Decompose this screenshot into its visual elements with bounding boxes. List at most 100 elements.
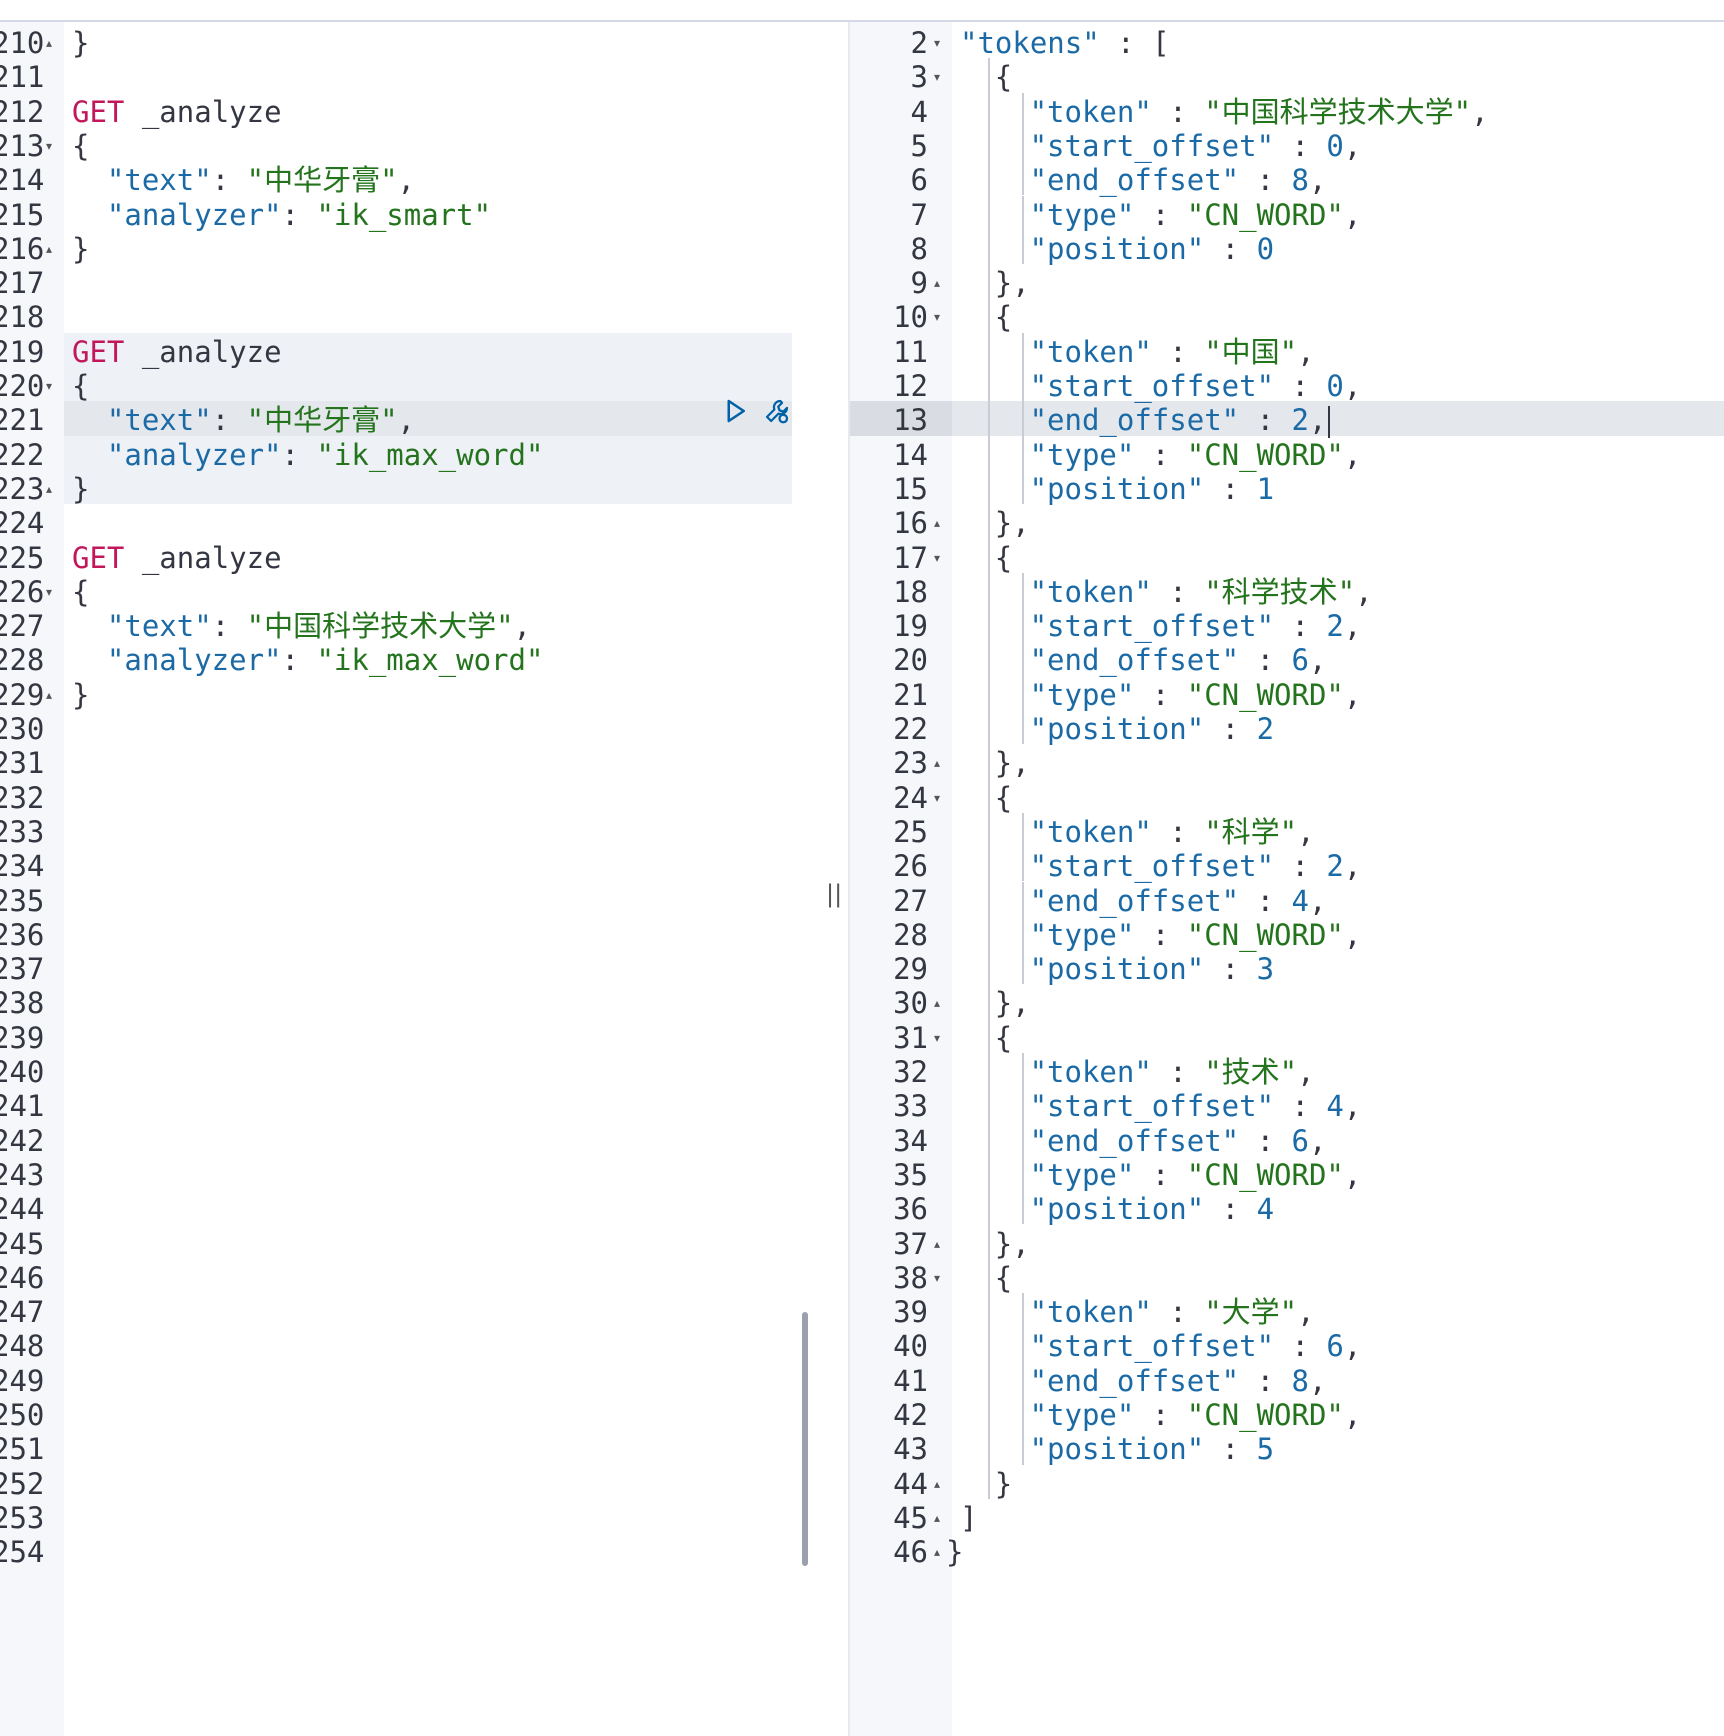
- code-line[interactable]: "token" : "技术",: [1030, 1053, 1315, 1091]
- code-line[interactable]: "position" : 3: [1030, 950, 1274, 988]
- code-line[interactable]: "token" : "科学",: [1030, 813, 1315, 851]
- code-line[interactable]: "type" : "CN_WORD",: [1030, 676, 1362, 714]
- code-line[interactable]: GET _analyze: [72, 93, 282, 131]
- http-method: GET: [72, 540, 125, 575]
- json-separator: :: [1134, 197, 1187, 232]
- line-number: 241: [0, 1089, 45, 1124]
- code-line[interactable]: {: [995, 58, 1012, 96]
- code-line[interactable]: "type" : "CN_WORD",: [1030, 436, 1362, 474]
- code-line[interactable]: "token" : "科学技术",: [1030, 573, 1373, 611]
- code-line[interactable]: {: [995, 298, 1012, 336]
- code-line[interactable]: "type" : "CN_WORD",: [1030, 1396, 1362, 1434]
- code-line[interactable]: {: [995, 1259, 1012, 1297]
- code-line[interactable]: "end_offset" : 6,: [1030, 641, 1327, 679]
- fold-down-icon[interactable]: ▾: [45, 584, 53, 599]
- play-icon[interactable]: [720, 396, 750, 426]
- code-line[interactable]: }: [72, 470, 89, 508]
- fold-up-icon[interactable]: ▴: [933, 756, 941, 771]
- code-line[interactable]: "text": "中华牙膏",: [72, 401, 415, 439]
- code-line[interactable]: "text": "中国科学技术大学",: [72, 607, 531, 645]
- code-line[interactable]: "start_offset" : 0,: [1030, 367, 1362, 405]
- fold-up-icon[interactable]: ▴: [933, 1545, 941, 1560]
- code-line[interactable]: {: [72, 367, 89, 405]
- code-line[interactable]: "token" : "中国",: [1030, 333, 1315, 371]
- response-viewer[interactable]: 2▾"tokens" : [3▾{4"token" : "中国科学技术大学",5…: [850, 22, 1724, 1736]
- code-line[interactable]: {: [995, 779, 1012, 817]
- code-line[interactable]: "token" : "大学",: [1030, 1293, 1315, 1331]
- code-line[interactable]: {: [72, 127, 89, 165]
- code-line[interactable]: "type" : "CN_WORD",: [1030, 196, 1362, 234]
- fold-down-icon[interactable]: ▾: [45, 138, 53, 153]
- code-line[interactable]: "start_offset" : 2,: [1030, 847, 1362, 885]
- code-line[interactable]: "start_offset" : 0,: [1030, 127, 1362, 165]
- code-line[interactable]: {: [72, 573, 89, 611]
- code-line[interactable]: {: [995, 1019, 1012, 1057]
- code-line[interactable]: },: [995, 984, 1030, 1022]
- code-line[interactable]: }: [995, 1465, 1012, 1503]
- code-line[interactable]: "position" : 5: [1030, 1430, 1274, 1468]
- code-line[interactable]: "position" : 1: [1030, 470, 1274, 508]
- code-line[interactable]: "analyzer": "ik_smart": [72, 196, 491, 234]
- code-line[interactable]: },: [995, 264, 1030, 302]
- fold-down-icon[interactable]: ▾: [933, 550, 941, 565]
- code-line[interactable]: "end_offset" : 8,: [1030, 1362, 1327, 1400]
- fold-up-icon[interactable]: ▴: [933, 516, 941, 531]
- fold-up-icon[interactable]: ▴: [933, 1476, 941, 1491]
- fold-down-icon[interactable]: ▾: [933, 790, 941, 805]
- fold-up-icon[interactable]: ▴: [933, 1510, 941, 1525]
- fold-up-icon[interactable]: ▴: [45, 687, 53, 702]
- fold-up-icon[interactable]: ▴: [933, 1236, 941, 1251]
- fold-down-icon[interactable]: ▾: [933, 1030, 941, 1045]
- fold-down-icon[interactable]: ▾: [45, 379, 53, 393]
- line-number: 35: [893, 1157, 928, 1192]
- fold-up-icon[interactable]: ▴: [933, 276, 941, 291]
- code-line[interactable]: "end_offset" : 2,: [1030, 401, 1331, 439]
- code-line[interactable]: "analyzer": "ik_max_word": [72, 641, 544, 679]
- code-line[interactable]: "token" : "中国科学技术大学",: [1030, 93, 1489, 131]
- code-line[interactable]: }: [946, 1533, 963, 1571]
- json-separator: :: [1134, 1157, 1187, 1192]
- code-line[interactable]: },: [995, 744, 1030, 782]
- code-line[interactable]: },: [995, 504, 1030, 542]
- code-line[interactable]: "start_offset" : 4,: [1030, 1087, 1362, 1125]
- code-line[interactable]: "position" : 0: [1030, 230, 1274, 268]
- line-number: 242: [0, 1123, 45, 1158]
- code-line[interactable]: "end_offset" : 4,: [1030, 882, 1327, 920]
- code-line[interactable]: },: [995, 1225, 1030, 1263]
- code-line[interactable]: }: [72, 676, 89, 714]
- fold-down-icon[interactable]: ▾: [933, 310, 941, 325]
- pane-divider[interactable]: [848, 22, 850, 1736]
- line-number: 21: [893, 677, 928, 712]
- fold-up-icon[interactable]: ▴: [45, 36, 53, 50]
- code-line[interactable]: GET _analyze: [72, 539, 282, 577]
- code-line[interactable]: "position" : 4: [1030, 1190, 1274, 1228]
- code-line[interactable]: "type" : "CN_WORD",: [1030, 916, 1362, 954]
- request-editor-scrollbar[interactable]: [802, 1312, 808, 1566]
- fold-down-icon[interactable]: ▾: [933, 36, 941, 50]
- code-line[interactable]: "end_offset" : 8,: [1030, 161, 1327, 199]
- code-line[interactable]: "position" : 2: [1030, 710, 1274, 748]
- code-line[interactable]: "end_offset" : 6,: [1030, 1122, 1327, 1160]
- fold-down-icon[interactable]: ▾: [933, 70, 941, 85]
- code-line[interactable]: {: [995, 539, 1012, 577]
- json-punctuation: ,: [1308, 643, 1327, 678]
- code-line[interactable]: "start_offset" : 2,: [1030, 607, 1362, 645]
- code-line[interactable]: "text": "中华牙膏",: [72, 161, 415, 199]
- code-line[interactable]: ]: [960, 1499, 977, 1537]
- code-line[interactable]: GET _analyze: [72, 333, 282, 371]
- fold-up-icon[interactable]: ▴: [933, 996, 941, 1011]
- code-line[interactable]: }: [72, 24, 89, 62]
- json-brace: }: [72, 677, 90, 712]
- code-line[interactable]: "start_offset" : 6,: [1030, 1327, 1362, 1365]
- code-line[interactable]: "tokens" : [: [960, 24, 1170, 62]
- code-line[interactable]: "type" : "CN_WORD",: [1030, 1156, 1362, 1194]
- wrench-icon[interactable]: [762, 396, 792, 426]
- fold-up-icon[interactable]: ▴: [45, 481, 53, 496]
- fold-up-icon[interactable]: ▴: [45, 241, 53, 256]
- code-line[interactable]: }: [72, 230, 89, 268]
- json-string-value: "ik_smart": [316, 197, 492, 232]
- code-line[interactable]: "analyzer": "ik_max_word": [72, 436, 544, 474]
- pane-resizer-handle[interactable]: ||: [826, 880, 843, 908]
- fold-down-icon[interactable]: ▾: [933, 1270, 941, 1285]
